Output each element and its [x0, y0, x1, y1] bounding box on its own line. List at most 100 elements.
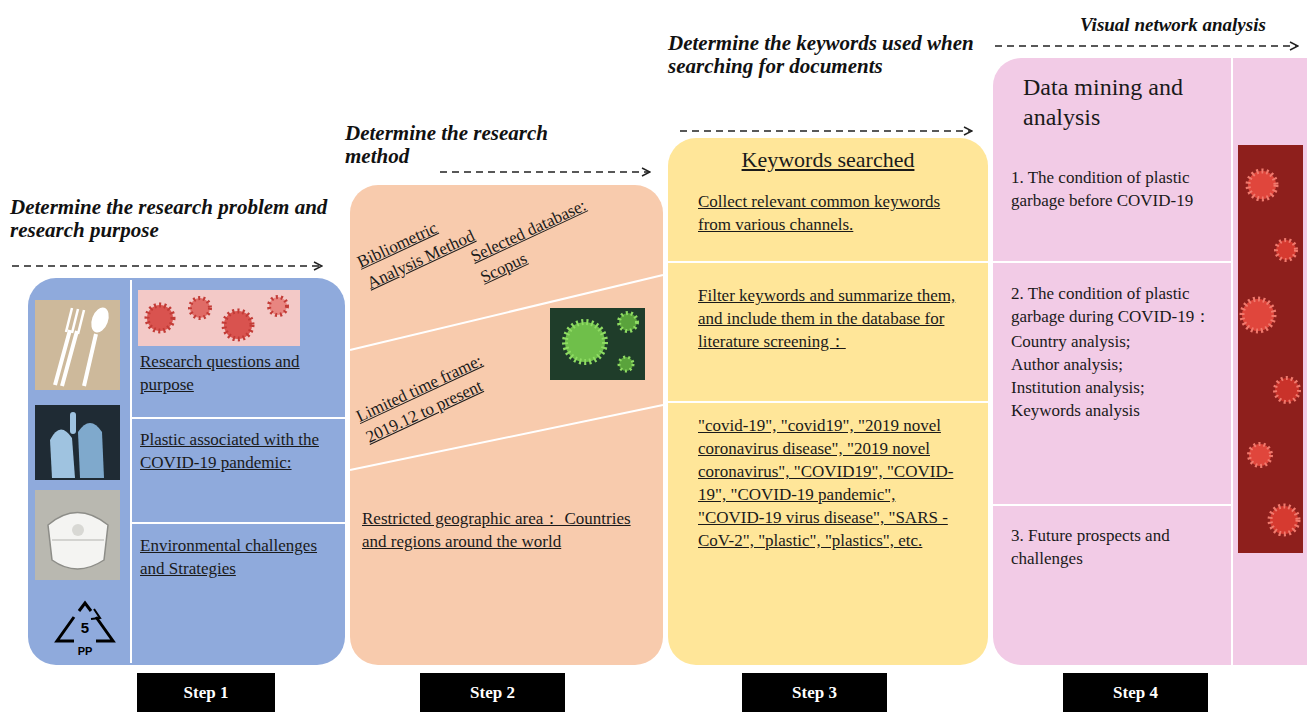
step-box: Step 3: [742, 673, 887, 712]
panel-section: Plastic associated with the COVID-19 pan…: [140, 428, 340, 518]
virus-photo-red-part: [138, 290, 300, 346]
virus-photo-red-part: [269, 297, 287, 315]
panel-section: Filter keywords and summarize them, and …: [698, 284, 966, 396]
virus-photo-green-part: [619, 357, 633, 371]
section-text: Restricted geographic area： Countries an…: [362, 507, 652, 553]
panel-section: Restricted geographic area： Countries an…: [362, 507, 654, 597]
panel-dividers-part: [130, 280, 132, 663]
virus-photo-red-part: [147, 305, 173, 331]
recycle-symbol-part: [91, 609, 100, 619]
dashed-arrows-part: [12, 265, 322, 267]
panel-dividers-part: [1231, 58, 1233, 665]
step-heading: Determine the research method: [345, 122, 615, 168]
keyword-list: "covid-19", "covid19", "2019 novel coron…: [698, 414, 963, 552]
step-panel: Determine the keywords used when searchi…: [668, 138, 988, 665]
gloves-photo-part: [50, 429, 75, 478]
cutlery-photo: [35, 300, 120, 390]
panel-dividers-part: [131, 522, 345, 524]
virus-strip-part: [1248, 171, 1276, 199]
mask-photo-part: [72, 524, 84, 536]
panel-heading: Keywords searched: [668, 146, 988, 174]
step-panel: Determine the research problem and resea…: [28, 278, 345, 665]
step-box: Step 4: [1063, 673, 1208, 712]
panel-section: Bibliometric Analysis MethodSelected dat…: [350, 185, 663, 335]
virus-strip-part: [1270, 506, 1298, 534]
virus-photo-red: [138, 290, 300, 346]
cutlery-photo-part: [88, 305, 112, 335]
step1-panel: [28, 278, 345, 665]
cutlery-photo-part: [55, 330, 77, 386]
step-label: Step 3: [742, 681, 887, 704]
mask-photo-part: [48, 513, 108, 570]
cutlery-photo-part: [35, 300, 120, 390]
panel-dividers-part: [668, 401, 988, 403]
step-label: Step 1: [137, 681, 275, 704]
recycle-symbol-part: [79, 603, 91, 611]
virus-photo-green-part: [619, 313, 637, 331]
dashed-arrows-part: [440, 171, 650, 173]
step4-panel: [993, 58, 1307, 665]
section-text: Research questions and purpose: [140, 350, 340, 396]
step3-panel: [668, 138, 988, 665]
step-label: Step 4: [1063, 681, 1208, 704]
step-box: Step 2: [420, 673, 565, 712]
virus-photo-green-part: [550, 308, 645, 380]
mask-photo: [35, 490, 120, 580]
section-text: Limited time frame: 2019.12 to present: [352, 343, 507, 448]
step-heading: Determine the keywords used when searchi…: [668, 32, 988, 78]
section-text: Filter keywords and summarize them, and …: [698, 284, 963, 353]
gloves-photo: [35, 405, 120, 480]
dashed-arrows-part: [995, 45, 1298, 47]
panel-section: 2. The condition of plastic garbage duri…: [1011, 282, 1226, 500]
mask-photo-part: [52, 539, 104, 541]
panel-dividers-part: [131, 417, 345, 419]
virus-strip: [1238, 145, 1303, 553]
section-text: Selected database: Scopus: [467, 188, 613, 289]
dashed-arrows-part: [680, 130, 972, 132]
step-heading: Visual network analysis: [1080, 12, 1300, 38]
resin-code-label: PP: [68, 645, 102, 657]
dashed-arrows: [12, 46, 1298, 266]
resin-code-number: 5: [75, 619, 95, 636]
virus-photo-green: [550, 308, 645, 380]
section-text: Environmental challenges and Strategies: [140, 534, 340, 580]
section-text: 2. The condition of plastic garbage duri…: [1011, 282, 1223, 328]
virus-strip-part: [1275, 378, 1299, 402]
mask-photo-part: [35, 490, 120, 580]
panel-dividers-part: [993, 261, 1232, 263]
section-text: Collect relevant common keywords from va…: [698, 190, 963, 236]
panel-dividers-part: [668, 261, 988, 263]
panel-backgrounds: [28, 58, 1307, 665]
panel-section: Research questions and purpose: [140, 350, 340, 412]
virus-strip-part: [1242, 299, 1274, 331]
panel-section: 1. The condition of plastic garbage befo…: [1011, 166, 1226, 256]
section-text: Plastic associated with the COVID-19 pan…: [140, 428, 340, 474]
panel-section: Limited time frame: 2019.12 to present: [350, 305, 663, 470]
panel-dividers-part: [993, 504, 1232, 506]
step-box: Step 1: [137, 673, 275, 712]
cutlery-photo-part: [66, 308, 84, 334]
virus-photo-red-part: [190, 298, 210, 318]
section-text: 1. The condition of plastic garbage befo…: [1011, 166, 1223, 212]
step-heading: Determine the research problem and resea…: [10, 196, 355, 242]
panel-dividers: [131, 58, 1232, 665]
step2-panel: [350, 185, 663, 665]
panel-section: "covid-19", "covid19", "2019 novel coron…: [698, 414, 966, 659]
gloves-photo-part: [35, 405, 120, 480]
cutlery-photo-part: [84, 334, 96, 386]
recycle-symbol-part: [96, 617, 113, 641]
step-label: Step 2: [420, 681, 565, 704]
virus-photo-green-part: [565, 322, 605, 362]
recycle-symbol-part: [57, 617, 74, 641]
virus-strip-part: [1276, 240, 1296, 260]
panel-section: Collect relevant common keywords from va…: [698, 190, 966, 258]
analysis-list: Country analysis; Author analysis; Insti…: [1011, 330, 1171, 422]
section-text: 3. Future prospects and challenges: [1011, 524, 1223, 570]
gloves-photo-part: [70, 412, 76, 434]
step-panel: Determine the research methodBibliometri…: [350, 185, 663, 665]
virus-strip-part: [1249, 444, 1271, 466]
virus-photo-red-part: [224, 311, 252, 339]
gloves-photo-part: [78, 423, 104, 478]
panel-section: Environmental challenges and Strategies: [140, 534, 340, 634]
